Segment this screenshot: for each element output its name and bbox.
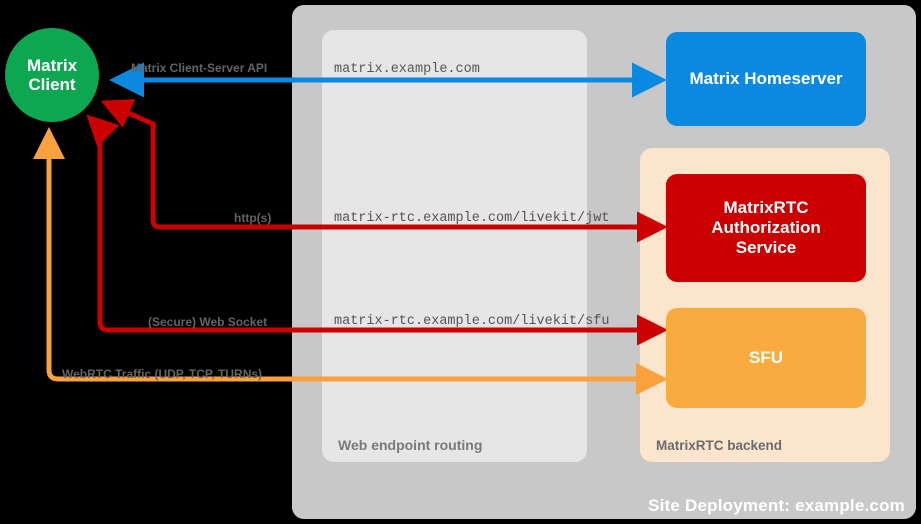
- sfu-label: SFU: [749, 347, 783, 367]
- flow-label-client-server-api: Matrix Client-Server API: [131, 61, 268, 75]
- flow-websocket-return-line: [86, 114, 170, 333]
- node-matrixrtc-authorization-service[interactable]: MatrixRTC Authorization Service: [666, 174, 866, 282]
- matrix-homeserver-label: Matrix Homeserver: [689, 68, 843, 88]
- site-deployment-label: Site Deployment: example.com: [648, 496, 905, 515]
- auth-service-label-line3: Service: [735, 238, 797, 258]
- endpoint-url-matrix: matrix.example.com: [334, 62, 480, 77]
- matrix-client-label-line1: Matrix: [26, 55, 78, 75]
- endpoint-url-livekit-sfu: matrix-rtc.example.com/livekit/sfu: [334, 314, 610, 329]
- node-matrix-client[interactable]: Matrix Client: [5, 28, 99, 122]
- matrixrtc-backend-label: MatrixRTC backend: [656, 438, 783, 453]
- flow-label-websocket: (Secure) Web Socket: [148, 315, 268, 329]
- flow-webrtc-return-line: [32, 127, 290, 382]
- auth-service-label-line1: MatrixRTC: [723, 197, 809, 217]
- matrix-client-label-line2: Client: [28, 75, 76, 94]
- flow-label-http: http(s): [234, 211, 272, 225]
- web-endpoint-routing-panel: [322, 30, 587, 462]
- endpoint-url-livekit-jwt: matrix-rtc.example.com/livekit/jwt: [334, 211, 610, 226]
- web-endpoint-routing-label: Web endpoint routing: [338, 437, 483, 453]
- node-sfu[interactable]: SFU: [666, 308, 866, 408]
- node-matrix-homeserver[interactable]: Matrix Homeserver: [666, 32, 866, 126]
- flow-label-webrtc: WebRTC Traffic (UDP, TCP, TURNs): [62, 367, 263, 381]
- flow-http-return-line: [100, 99, 224, 230]
- auth-service-label-line2: Authorization: [711, 217, 821, 237]
